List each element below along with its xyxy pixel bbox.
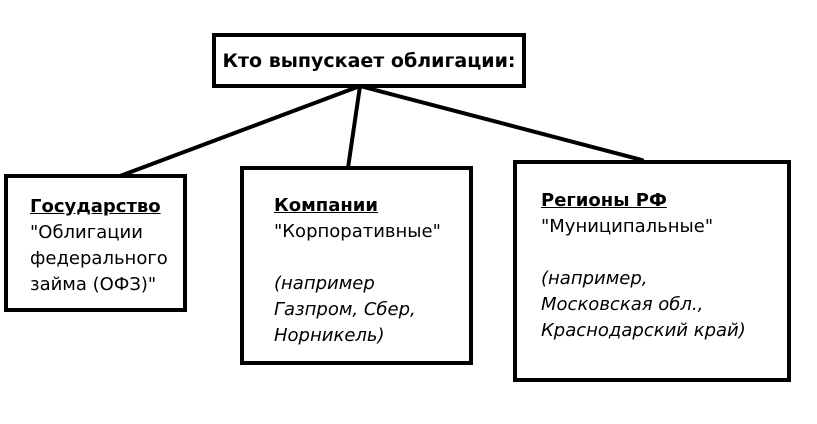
node-government-description: "Облигации федерального займа (ОФЗ)" xyxy=(30,222,168,295)
node-companies-heading: Компании xyxy=(274,195,379,216)
root-node: Кто выпускает облигации: xyxy=(212,33,526,88)
node-regions-heading: Регионы РФ xyxy=(541,190,667,211)
node-regions: Регионы РФ "Муниципальные" (например, Мо… xyxy=(513,160,791,382)
node-government-heading: Государство xyxy=(30,196,161,217)
node-regions-description: "Муниципальные" xyxy=(541,216,714,237)
node-government: Государство "Облигации федерального займ… xyxy=(4,174,187,312)
node-companies-description: "Корпоративные" xyxy=(274,221,441,242)
connector-to-gov xyxy=(118,84,362,178)
node-companies: Компании "Корпоративные" (например Газпр… xyxy=(240,166,473,365)
connector-to-reg xyxy=(358,84,644,162)
node-regions-example: (например, Московская обл., Краснодарски… xyxy=(541,268,746,341)
connector-to-corp xyxy=(346,84,362,170)
root-title: Кто выпускает облигации: xyxy=(222,49,516,72)
node-companies-example: (например Газпром, Сбер, Норникель) xyxy=(274,273,416,346)
